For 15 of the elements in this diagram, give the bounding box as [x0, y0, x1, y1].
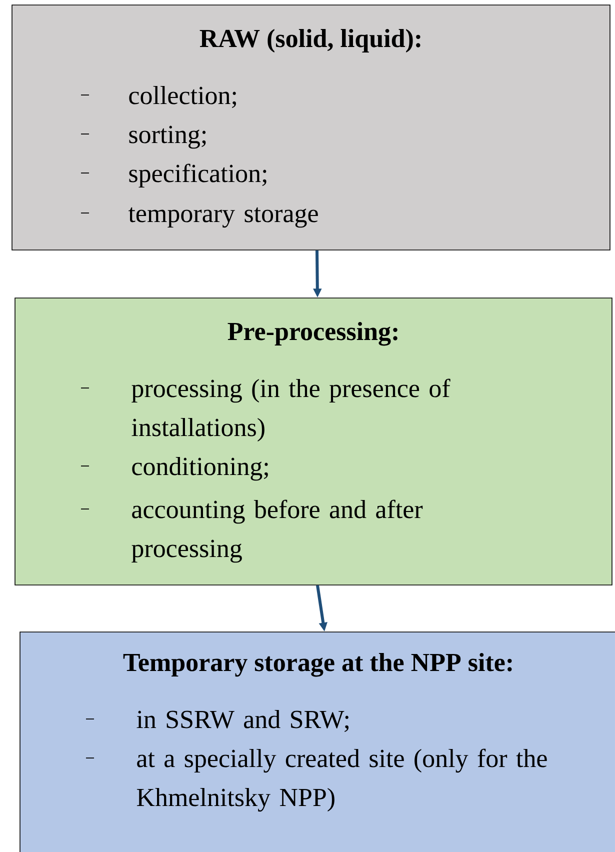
box-heading: Temporary storage at the NPP site: — [123, 652, 512, 677]
list-item: in SSRW and SRW; — [86, 710, 349, 732]
list-item: specification; — [80, 164, 266, 188]
box-heading: Pre-processing: — [228, 322, 398, 346]
process-box — [20, 632, 615, 852]
process-box — [14, 298, 612, 586]
list-item: at a specially created site (only for the Khmelnitsky NPP) — [86, 748, 547, 812]
list-item: conditioning; — [80, 456, 268, 481]
list-item: collection; — [80, 86, 236, 108]
box-heading: RAW (solid, liquid): — [200, 28, 420, 53]
list-item: processing (in the presence of installations) — [80, 378, 450, 442]
list-item: temporary storage — [80, 207, 318, 228]
list-item: sorting; — [80, 126, 206, 149]
process-box — [12, 4, 610, 250]
list-item: accounting before and after processing — [80, 500, 423, 563]
